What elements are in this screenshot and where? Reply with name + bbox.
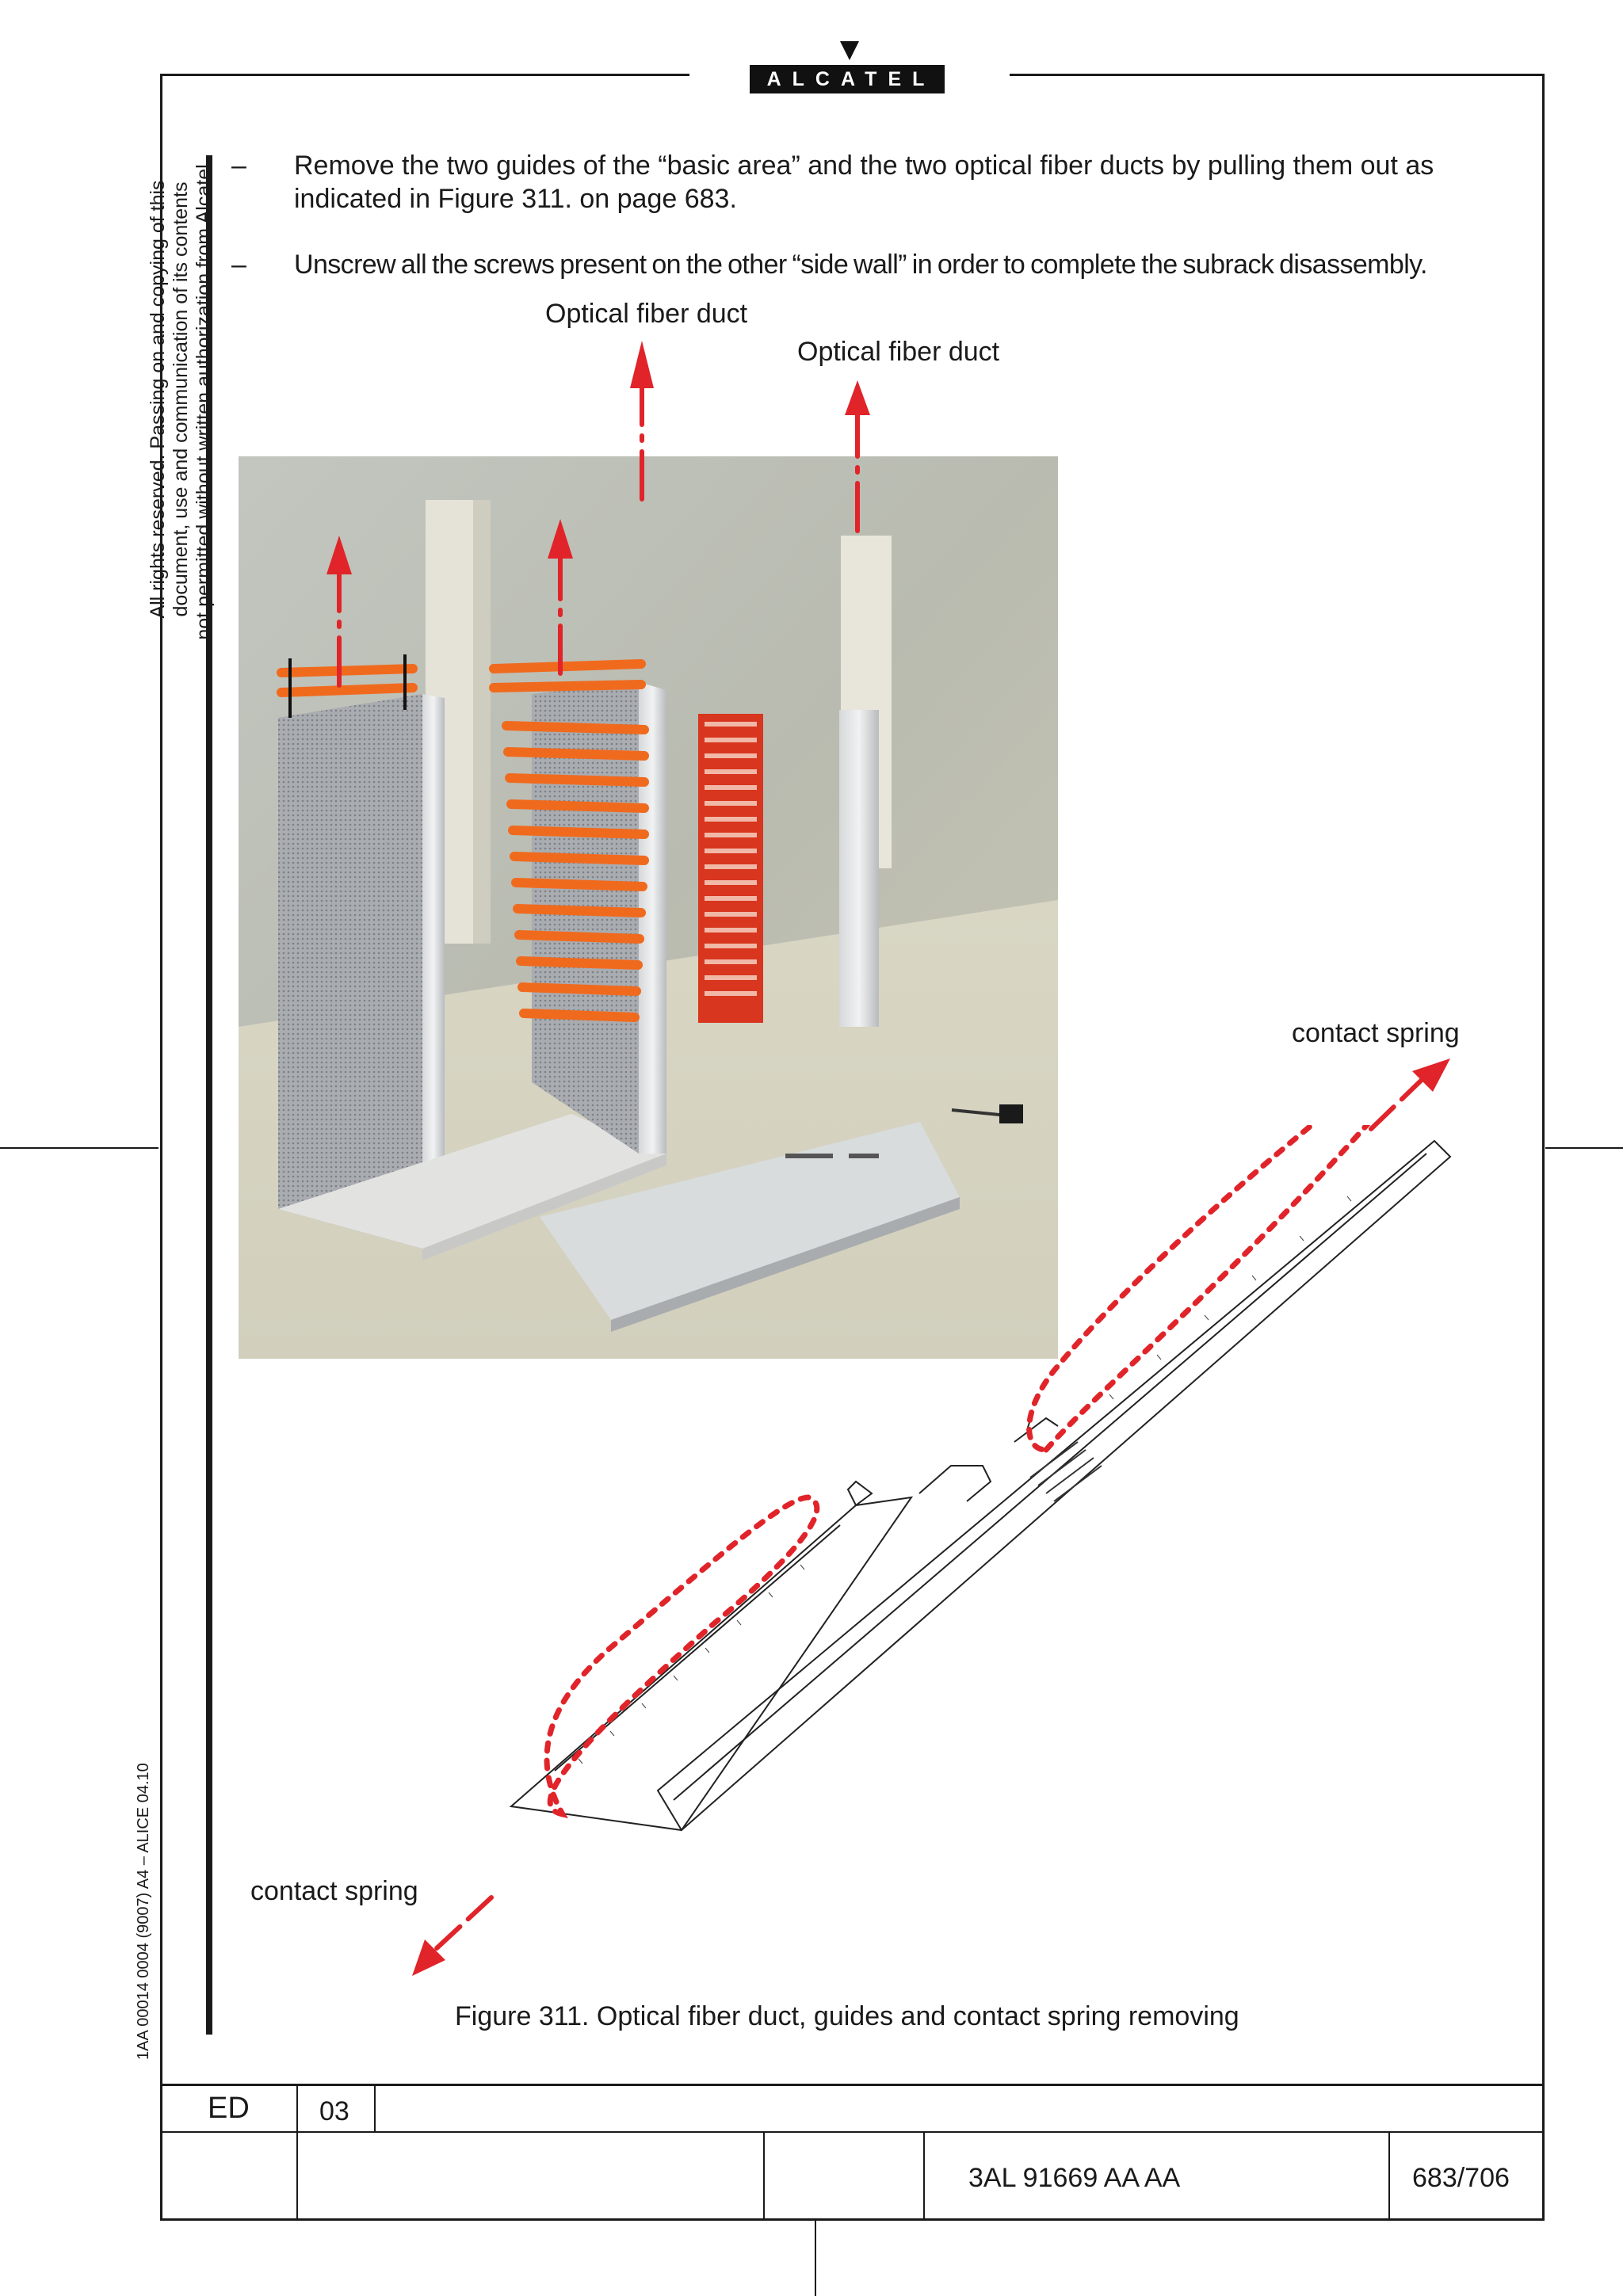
footer-divider-3 [763, 2131, 765, 2220]
frame-left [160, 74, 162, 2221]
footer-divider-4 [923, 2131, 925, 2220]
subrack-photo [239, 456, 1058, 1359]
label-optical-duct-1: Optical fiber duct [545, 299, 748, 329]
fold-mark-right [1545, 1147, 1623, 1149]
instruction-1: Remove the two guides of the “basic area… [294, 151, 1434, 214]
arrow-spring-bottom-head [412, 1939, 445, 1976]
bottom-center-mark [815, 2221, 816, 2296]
footer-document-number: 3AL 91669 AA AA [968, 2163, 1181, 2193]
label-contact-spring-top: contact spring [1292, 1018, 1460, 1048]
arrow-optical-duct-2-head [845, 380, 870, 415]
label-contact-spring-bottom: contact spring [250, 1876, 418, 1906]
bullet-1: – [231, 151, 246, 181]
frame-bottom [160, 2218, 1545, 2221]
logo-triangle-icon [840, 41, 859, 60]
footer-ed-value: 03 [319, 2096, 349, 2126]
arrow-spring-bottom-shaft [433, 1895, 494, 1951]
footer-mid-line [160, 2131, 1545, 2133]
frame-top-right [1010, 74, 1545, 76]
arrow-guides-2-head [548, 519, 573, 559]
arrow-spring-top-shaft [1369, 1077, 1425, 1131]
footer-ed-label: ED [208, 2092, 250, 2125]
brand-logo: ALCATEL [750, 65, 945, 93]
frame-right [1542, 74, 1545, 2221]
arrow-spring-top-head [1412, 1058, 1450, 1092]
footer-divider-1 [296, 2084, 298, 2220]
change-bar [206, 155, 212, 2035]
frame-top-left [160, 74, 689, 76]
fold-mark-left [0, 1147, 158, 1149]
figure-caption: Figure 311. Optical fiber duct, guides a… [455, 2001, 1239, 2031]
bullet-2: – [231, 250, 246, 280]
footer-divider-5 [1388, 2131, 1390, 2220]
footer-divider-2 [374, 2084, 376, 2133]
instruction-2: Unscrew all the screws present on the ot… [294, 250, 1427, 280]
arrow-guides-1-head [327, 536, 352, 574]
side-wall-drawing [509, 1125, 1452, 1832]
footer-top-line [160, 2084, 1545, 2086]
arrow-optical-duct-1-head [630, 341, 654, 388]
footer-page-number: 683/706 [1412, 2163, 1510, 2193]
label-optical-duct-2: Optical fiber duct [797, 337, 1000, 367]
